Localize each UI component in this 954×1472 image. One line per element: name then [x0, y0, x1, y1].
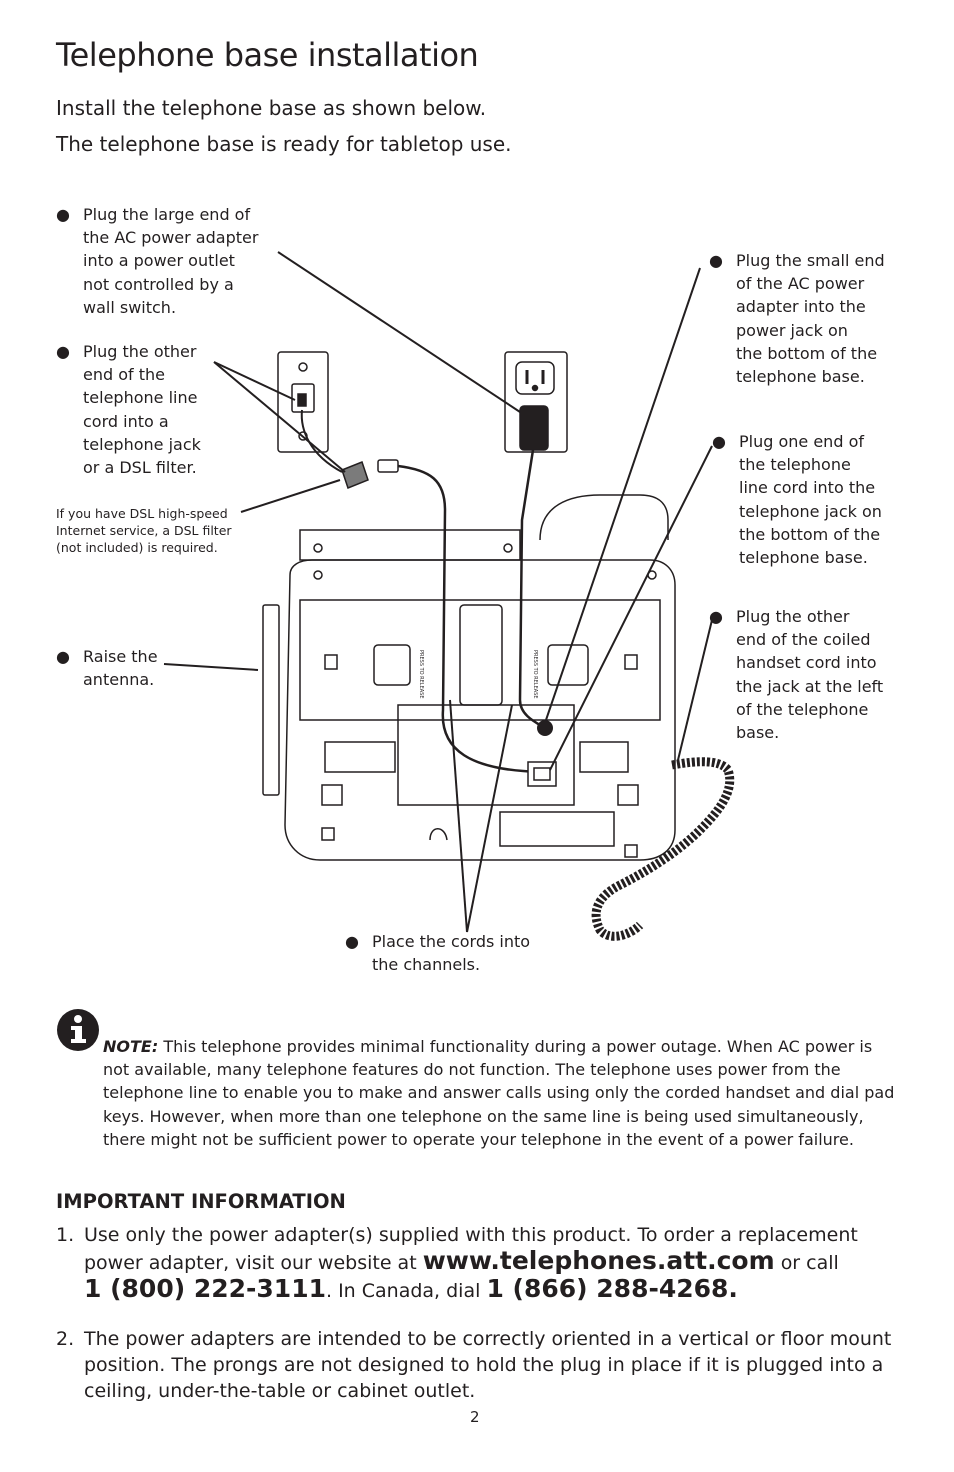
- important-item-1: 1. Use only the power adapter(s) supplie…: [56, 1224, 858, 1303]
- callout-coiled-cord: ● Plug the other end of the coiled hands…: [709, 607, 884, 743]
- release-tab-right-label: PRESS TO RELEASE: [532, 650, 538, 699]
- phone-canada: 1 (866) 288-4268: [486, 1274, 729, 1303]
- intro-line-2: The telephone base is ready for tabletop…: [56, 132, 512, 156]
- release-tab-left-label: PRESS TO RELEASE: [418, 650, 424, 699]
- website-link[interactable]: www.telephones.att.com: [422, 1246, 775, 1275]
- callout-antenna: ● Raise the antenna.: [56, 647, 158, 690]
- page-title: Telephone base installation: [56, 36, 479, 74]
- important-heading: IMPORTANT INFORMATION: [56, 1190, 346, 1213]
- phone-us: 1 (800) 222-3111: [84, 1274, 326, 1303]
- callout-ac-small-end: ● Plug the small end of the AC power ada…: [709, 251, 885, 387]
- leader-lines: [163, 251, 713, 933]
- installation-diagram: PRESS TO RELEASE PRESS TO RELEASE: [163, 251, 735, 941]
- phone-wall-jack: [277, 351, 329, 453]
- intro-line-1: Install the telephone base as shown belo…: [56, 96, 487, 120]
- callout-channels: ● Place the cords into the channels.: [345, 932, 531, 975]
- page-number: 2: [470, 1408, 480, 1426]
- callout-line-one-end: ● Plug one end of the telephone line cor…: [712, 432, 882, 568]
- line-cord-plug: [377, 459, 399, 473]
- note-label: NOTE:: [103, 1037, 159, 1056]
- dsl-filter: [341, 461, 369, 489]
- callout-dsl-note: If you have DSL high-speed Internet serv…: [56, 506, 232, 555]
- info-icon: [57, 1009, 99, 1051]
- coiled-handset-cord: [591, 757, 735, 941]
- callout-line-other-end: ● Plug the other end of the telephone li…: [56, 342, 201, 478]
- note-text: This telephone provides minimal function…: [103, 1037, 895, 1149]
- telephone-base: [262, 494, 676, 861]
- important-item-2: 2. The power adapters are intended to be…: [56, 1328, 892, 1402]
- power-outlet: [504, 351, 568, 453]
- note-paragraph: NOTE: This telephone provides minimal fu…: [103, 1035, 903, 1151]
- callout-ac-large-end: ● Plug the large end of the AC power ada…: [56, 205, 259, 317]
